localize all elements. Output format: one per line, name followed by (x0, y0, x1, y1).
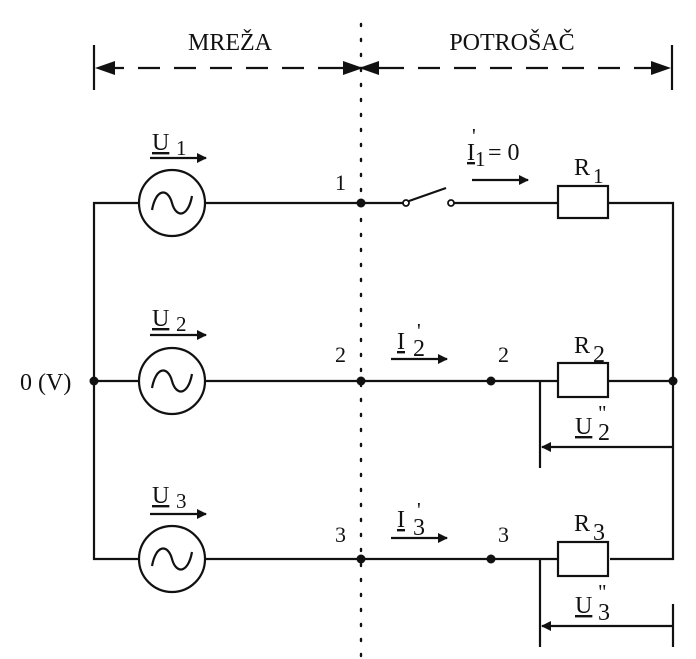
svg-text:R: R (574, 155, 590, 181)
node-3-left (356, 554, 366, 564)
node-3-right (486, 554, 496, 564)
r2-label: R 2 (574, 333, 605, 368)
title-mreza: MREŽA (188, 30, 273, 56)
svg-text:": " (598, 401, 607, 425)
ac-wave-icon (150, 191, 194, 215)
source-1 (137, 168, 207, 238)
u2-label: U 2 (150, 306, 207, 340)
r1-label: R 1 (574, 155, 604, 188)
svg-text:2: 2 (176, 312, 187, 336)
svg-text:': ' (472, 124, 476, 148)
svg-text:I: I (467, 140, 475, 166)
svg-text:= 0: = 0 (488, 140, 520, 166)
svg-text:3: 3 (593, 520, 605, 546)
r3-label: R 3 (574, 511, 605, 546)
svg-text:R: R (574, 333, 590, 359)
svg-text:U: U (152, 130, 169, 156)
source-3 (137, 524, 207, 594)
node-3-right-label: 3 (498, 522, 509, 547)
node-2-left-label: 2 (335, 342, 346, 367)
source-2 (137, 346, 207, 416)
node-1 (356, 198, 366, 208)
svg-text:I: I (397, 507, 405, 533)
svg-text:2: 2 (413, 336, 425, 362)
ac-wave-icon (150, 547, 194, 571)
svg-text:1: 1 (475, 147, 486, 171)
u3-label: U 3 (150, 483, 207, 519)
svg-text:2: 2 (593, 342, 605, 368)
svg-text:3: 3 (598, 600, 610, 626)
node-3-left-label: 3 (335, 522, 346, 547)
u2pp-label: U " 2 (575, 401, 610, 446)
svg-text:U: U (152, 483, 169, 509)
u1-label: U 1 (150, 130, 207, 163)
ac-wave-icon (150, 369, 194, 393)
svg-text:1: 1 (593, 164, 604, 188)
ground-node (89, 376, 99, 386)
ground-label: 0 (V) (20, 370, 71, 396)
svg-text:U: U (152, 306, 169, 332)
switch-blade (408, 186, 447, 203)
node-2-left (356, 376, 366, 386)
node-2-right (486, 376, 496, 386)
svg-text:3: 3 (413, 515, 425, 541)
svg-text:U: U (575, 593, 592, 619)
svg-text:R: R (574, 511, 590, 537)
i2-label: I ' 2 (391, 319, 448, 364)
node-1-label: 1 (335, 170, 346, 195)
svg-text:U: U (575, 414, 592, 440)
resistor-r1 (556, 184, 610, 220)
svg-text:": " (598, 580, 607, 604)
switch-contact-a (402, 199, 410, 207)
u3pp-label: U " 3 (575, 580, 610, 626)
svg-text:1: 1 (176, 136, 187, 160)
svg-text:': ' (417, 319, 421, 343)
svg-text:3: 3 (176, 489, 187, 513)
svg-text:2: 2 (598, 420, 610, 446)
title-potrosac: POTROŠAČ (449, 29, 574, 56)
i3-label: I ' 3 (391, 498, 448, 543)
svg-text:': ' (417, 498, 421, 522)
node-2-right-label: 2 (498, 342, 509, 367)
i1-label: I ' 1 = 0 (467, 124, 529, 185)
svg-text:I: I (397, 329, 405, 355)
resistor-r2 (556, 361, 610, 399)
resistor-r3 (556, 540, 610, 578)
switch-contact-b (447, 199, 455, 207)
